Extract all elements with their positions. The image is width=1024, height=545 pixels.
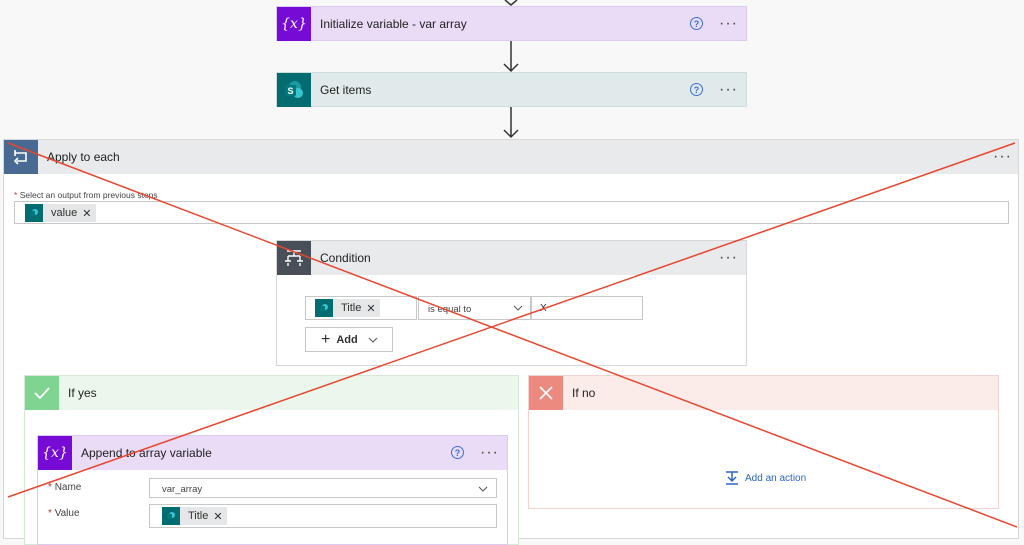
token-label: Title — [188, 510, 209, 522]
more-options-icon[interactable]: ··· — [480, 444, 499, 461]
condition-left-operand[interactable]: Title ✕ — [305, 296, 417, 320]
close-icon — [529, 376, 563, 410]
sharepoint-icon: S — [277, 72, 311, 107]
sharepoint-icon — [315, 299, 333, 317]
chevron-down-icon — [513, 305, 523, 311]
add-an-action-button[interactable]: Add an action — [724, 470, 806, 486]
if-yes-header[interactable]: If yes — [25, 376, 518, 410]
sharepoint-icon — [162, 507, 180, 525]
add-action-icon — [726, 471, 738, 485]
card-title: Apply to each — [47, 150, 120, 164]
variable-icon: {x} — [38, 436, 72, 470]
condition-right-operand[interactable]: X — [531, 296, 643, 320]
token-label: value — [51, 207, 78, 219]
name-select[interactable]: var_array — [149, 478, 497, 498]
get-items-card[interactable]: S Get items ? ··· — [276, 72, 747, 107]
connector-arrow — [503, 107, 519, 139]
condition-header[interactable]: Condition ··· — [277, 241, 746, 275]
name-value: var_array — [162, 484, 203, 495]
add-label: Add — [336, 333, 358, 346]
help-icon[interactable]: ? — [690, 83, 703, 96]
plus-icon: + — [321, 330, 331, 348]
loop-icon — [4, 140, 38, 174]
variable-icon: {x} — [277, 6, 311, 41]
value-token[interactable]: value ✕ — [25, 204, 96, 222]
remove-token-icon[interactable]: ✕ — [213, 510, 223, 523]
select-output-label: * Select an output from previous steps — [14, 190, 158, 200]
operand-value: X — [540, 303, 547, 314]
connector-arrow — [504, 0, 518, 6]
more-options-icon[interactable]: ··· — [719, 81, 738, 98]
add-action-label: Add an action — [745, 472, 807, 484]
value-field[interactable]: Title ✕ — [149, 504, 497, 528]
card-title: Get items — [320, 82, 372, 97]
value-label: * Value — [48, 508, 80, 519]
help-icon[interactable]: ? — [690, 17, 703, 30]
add-condition-button[interactable]: + Add — [305, 327, 393, 352]
title-token[interactable]: Title ✕ — [162, 507, 227, 525]
checkmark-icon — [25, 376, 59, 410]
remove-token-icon[interactable]: ✕ — [82, 207, 92, 220]
card-title: Initialize variable - var array — [320, 16, 467, 31]
initialize-variable-card[interactable]: {x} Initialize variable - var array ? ··… — [276, 6, 747, 41]
name-label: * Name — [48, 482, 82, 493]
operator-value: is equal to — [428, 304, 472, 315]
title-token[interactable]: Title ✕ — [315, 299, 380, 317]
sharepoint-icon — [25, 204, 43, 222]
append-array-variable-card: {x} Append to array variable ? ··· * Nam… — [37, 435, 508, 545]
svg-text:S: S — [287, 86, 293, 96]
help-icon[interactable]: ? — [451, 446, 464, 459]
if-no-branch: If no Add an action — [528, 375, 999, 509]
apply-to-each-header[interactable]: Apply to each ··· — [4, 140, 1018, 174]
card-title: If no — [572, 386, 596, 400]
remove-token-icon[interactable]: ✕ — [366, 302, 376, 315]
condition-card: Condition ··· Title ✕ is equal to X + Ad… — [276, 240, 747, 366]
card-title: If yes — [68, 386, 97, 400]
more-options-icon[interactable]: ··· — [719, 15, 738, 32]
chevron-down-icon — [478, 486, 488, 492]
token-label: Title — [341, 302, 362, 314]
more-options-icon[interactable]: ··· — [719, 249, 738, 266]
connector-arrow — [503, 41, 519, 73]
chevron-down-icon — [368, 337, 378, 343]
condition-icon — [277, 241, 311, 275]
card-title: Append to array variable — [81, 446, 212, 460]
select-output-field[interactable]: value ✕ — [14, 201, 1009, 224]
if-no-header[interactable]: If no — [529, 376, 998, 410]
append-header[interactable]: {x} Append to array variable ? ··· — [38, 436, 507, 470]
card-title: Condition — [320, 251, 371, 265]
condition-operator-select[interactable]: is equal to — [418, 296, 531, 320]
more-options-icon[interactable]: ··· — [993, 148, 1012, 165]
